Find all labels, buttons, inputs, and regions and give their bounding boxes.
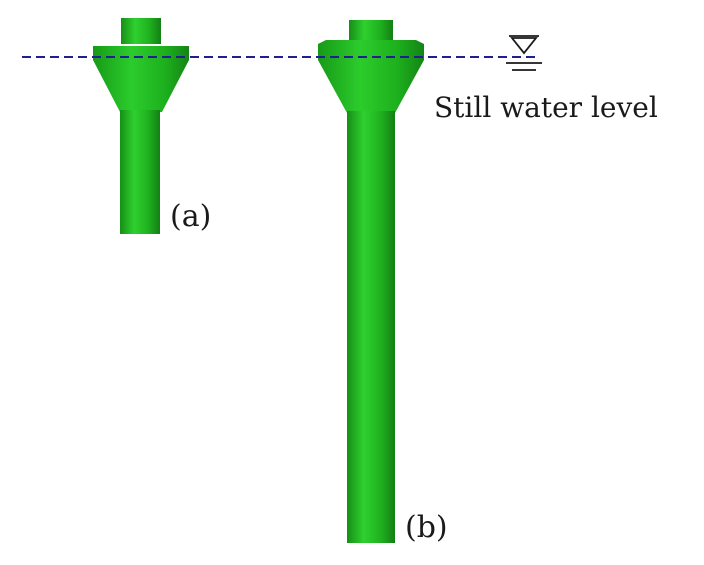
structure-b-column xyxy=(347,111,395,543)
water-level-symbol-icon xyxy=(506,35,542,71)
structure-a-top-cap xyxy=(121,18,161,44)
structure-a-column xyxy=(120,110,160,234)
still-water-level-label: Still water level xyxy=(434,91,658,124)
structure-a-cone xyxy=(93,60,189,112)
structure-b xyxy=(318,20,424,543)
structure-a-label: (a) xyxy=(170,199,211,234)
structure-b-label: (b) xyxy=(405,510,448,545)
structure-b-cone xyxy=(318,60,424,113)
structure-b-upper-collar xyxy=(318,40,424,60)
